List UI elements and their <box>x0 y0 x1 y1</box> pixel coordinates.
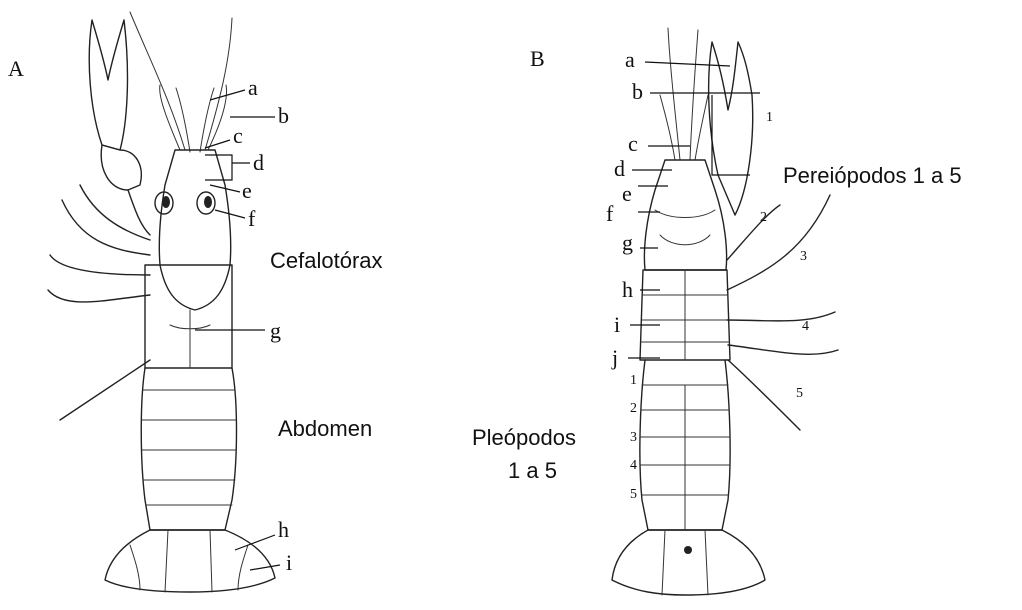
pleopod-number-3: 3 <box>630 430 637 445</box>
region-abdomen: Abdomen <box>278 416 372 441</box>
pereiopod-number-5: 5 <box>796 386 803 401</box>
panel-a-title: A <box>8 56 24 81</box>
region-pereiopodos: Pereiópodos 1 a 5 <box>783 163 962 188</box>
label-f: f <box>248 206 256 231</box>
pleopod-number-4: 4 <box>630 458 637 473</box>
region-cefalotorax: Cefalotórax <box>270 248 383 273</box>
panel-b-leader-lines <box>628 62 760 358</box>
panel-a-labels: A a b c d e f g h i Cefalotórax Abdomen <box>8 56 383 575</box>
label-b-i: i <box>614 312 620 337</box>
label-c: c <box>233 123 243 148</box>
label-h: h <box>278 517 289 542</box>
panel-a-leader-lines <box>195 90 280 570</box>
label-b: b <box>278 103 289 128</box>
label-b-g: g <box>622 230 633 255</box>
pleopod-number-2: 2 <box>630 401 637 416</box>
pereiopod-number-3: 3 <box>800 249 807 264</box>
label-b-e: e <box>622 181 632 206</box>
region-pleopodos-range: 1 a 5 <box>508 458 557 483</box>
label-b-f: f <box>606 201 614 226</box>
label-i: i <box>286 550 292 575</box>
label-b-a: a <box>625 47 635 72</box>
label-e: e <box>242 178 252 203</box>
label-b-d: d <box>614 156 625 181</box>
label-b-j: j <box>611 345 618 370</box>
pereiopod-number-2: 2 <box>760 210 767 225</box>
label-g: g <box>270 318 281 343</box>
panel-a-drawing <box>48 12 275 592</box>
label-b-h: h <box>622 277 633 302</box>
panel-b-title: B <box>530 46 545 71</box>
label-a: a <box>248 75 258 100</box>
pereiopod-number-4: 4 <box>802 319 809 334</box>
panel-b-labels: B a b c d e f g h i j 1 2 3 4 5 1 2 3 4 … <box>472 46 962 502</box>
pleopod-number-5: 5 <box>630 487 637 502</box>
label-d: d <box>253 150 264 175</box>
panel-b-drawing <box>612 28 838 595</box>
pereiopod-number-1: 1 <box>766 110 773 125</box>
label-b-c: c <box>628 131 638 156</box>
pleopod-number-1: 1 <box>630 373 637 388</box>
region-pleopodos: Pleópodos <box>472 425 576 450</box>
label-b-b: b <box>632 79 643 104</box>
